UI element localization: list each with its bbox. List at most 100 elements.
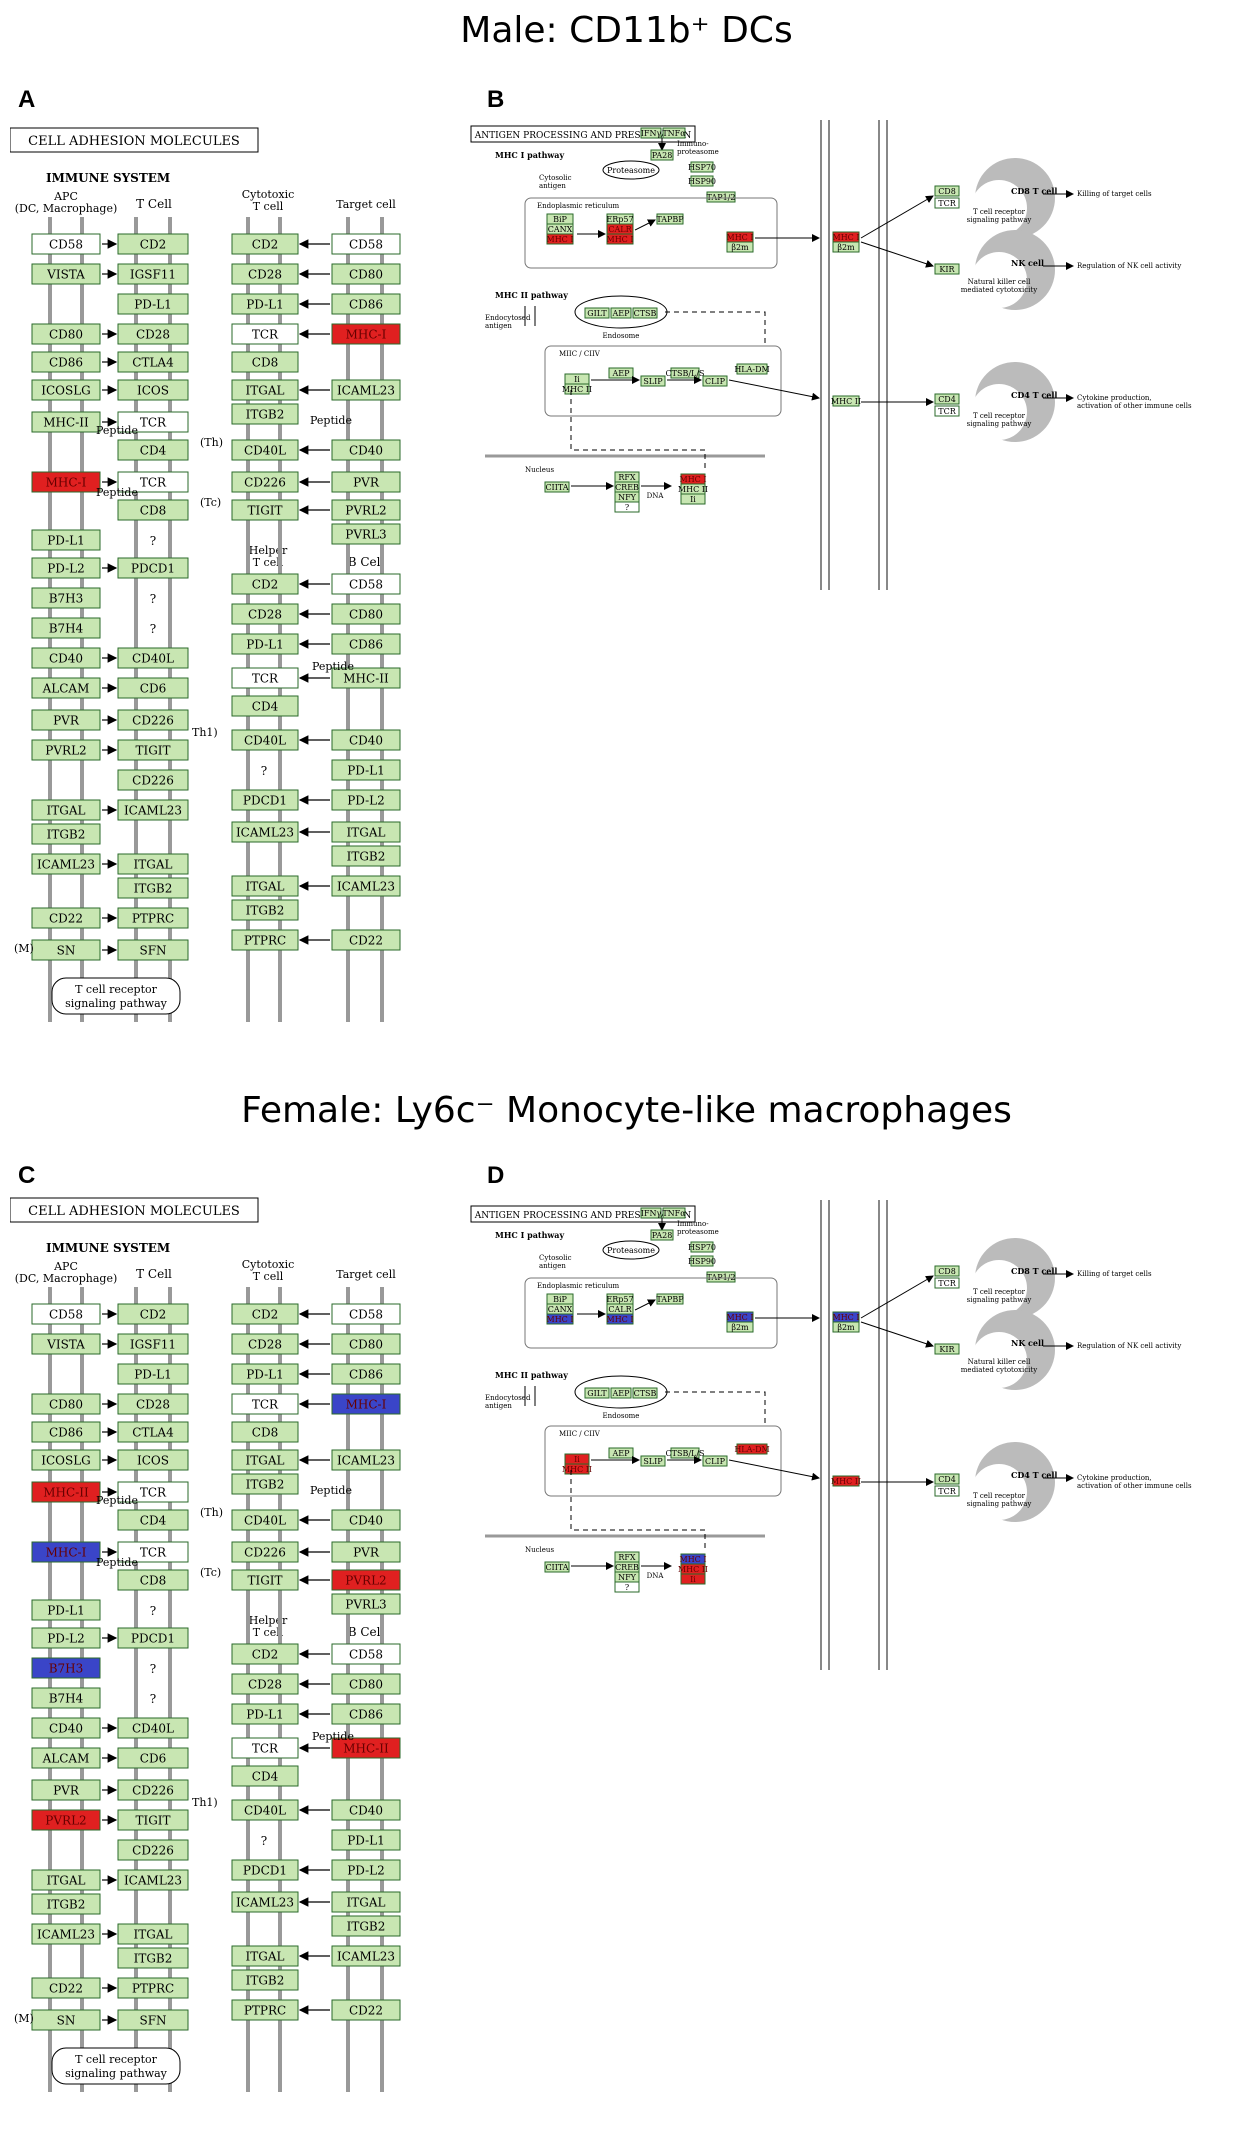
svg-text:CTLA4: CTLA4 (132, 1425, 174, 1439)
immune-system-label: IMMUNE SYSTEM (46, 171, 170, 185)
svg-text:HLA-DM: HLA-DM (734, 1445, 769, 1454)
gene-box-tcell: ICOS (117, 379, 189, 401)
gene-box-tcell: ITGB2 (117, 877, 189, 899)
svg-text:ITGAL: ITGAL (134, 1927, 173, 1941)
gene-box-apc: B7H3 (31, 1657, 101, 1679)
gene-box-ctl: PD-L1 (231, 1363, 299, 1385)
svg-text:CD86: CD86 (349, 1707, 383, 1721)
gene-box-ctl: CD28 (231, 603, 299, 625)
svg-text:CD80: CD80 (349, 607, 383, 621)
svg-text:signaling pathway: signaling pathway (65, 997, 168, 1010)
unknown-mark: ? (150, 1604, 156, 1618)
svg-text:MHC I: MHC I (680, 1555, 707, 1564)
gene-box-apc: SN (31, 939, 101, 961)
svg-text:CD226: CD226 (132, 1843, 174, 1857)
svg-text:CD22: CD22 (49, 911, 83, 925)
svg-text:ERp57: ERp57 (606, 1295, 633, 1304)
map-label: Immuno- (677, 140, 709, 148)
helper-label-2: T cell (253, 1626, 284, 1639)
gene-box-tcell: TCR (117, 1541, 189, 1563)
gene-box-apc: MHC-II (31, 1481, 101, 1503)
svg-text:MHC-I: MHC-I (346, 327, 387, 341)
map-label: proteasome (677, 148, 719, 156)
panel-label-c: C (18, 1162, 36, 1189)
map-label: signaling pathway (967, 420, 1032, 428)
gene-box-map: HSP70 (688, 1241, 716, 1253)
gene-box-target: CD80 (331, 263, 401, 285)
svg-text:PD-L2: PD-L2 (47, 1631, 85, 1645)
gene-box-map: TAPBP (656, 213, 684, 225)
svg-text:SFN: SFN (139, 2013, 166, 2027)
gene-box-target: ITGAL (331, 1891, 401, 1913)
svg-text:CD80: CD80 (349, 1337, 383, 1351)
miic-box (544, 1425, 782, 1497)
unknown-mark: ? (261, 1834, 267, 1848)
peptide-label: Peptide (96, 1556, 138, 1569)
svg-text:TAPBP: TAPBP (656, 1295, 684, 1304)
svg-text:PD-L1: PD-L1 (47, 1603, 85, 1617)
gene-box-apc: ALCAM (31, 677, 101, 699)
svg-text:CD40: CD40 (349, 733, 383, 747)
gene-box-target: CD40 (331, 439, 401, 461)
gene-box-map: BiP (546, 213, 574, 225)
gene-box-map: CREB (614, 1561, 640, 1573)
svg-text:Ii: Ii (690, 1575, 696, 1584)
gene-box-map: CTSB (632, 307, 658, 319)
gene-box-map: PA28 (650, 1229, 674, 1241)
map-label: Endoplasmic reticulum (537, 202, 620, 210)
gene-box-ctl: ICAML23 (231, 1891, 299, 1913)
svg-text:MHC II: MHC II (831, 1477, 861, 1486)
svg-text:CELL ADHESION MOLECULES: CELL ADHESION MOLECULES (28, 134, 240, 149)
svg-text:CD40L: CD40L (244, 1803, 286, 1817)
svg-text:ICAML23: ICAML23 (337, 383, 395, 397)
svg-text:CD226: CD226 (132, 1783, 174, 1797)
svg-text:MHC-II: MHC-II (43, 415, 89, 429)
gene-box-map: AEP (610, 1387, 632, 1399)
svg-text:AEP: AEP (612, 1449, 631, 1458)
gene-box-map: MHC II (678, 483, 708, 495)
gene-box-tcell: CD28 (117, 323, 189, 345)
svg-text:CD226: CD226 (132, 773, 174, 787)
peptide-label: Peptide (96, 424, 138, 437)
gene-box-apc: CD58 (31, 1303, 101, 1325)
svg-text:MHC II: MHC II (678, 485, 708, 494)
svg-text:HLA-DM: HLA-DM (734, 365, 769, 374)
gene-box-apc: ICAML23 (31, 1923, 101, 1945)
svg-text:PD-L1: PD-L1 (134, 297, 172, 311)
svg-text:ITGAL: ITGAL (246, 1949, 285, 1963)
gene-box-target: CD86 (331, 633, 401, 655)
svg-text:CTLA4: CTLA4 (132, 355, 174, 369)
gene-box-tcell: CD226 (117, 1839, 189, 1861)
gene-box-map: HLA-DM (734, 363, 770, 375)
gene-box-target: PD-L2 (331, 789, 401, 811)
gene-box-tcell: ITGB2 (117, 1947, 189, 1969)
peptide-label: Peptide (312, 660, 354, 673)
map-label: CD8 T cell (1011, 186, 1057, 196)
gene-box-target: PVR (331, 471, 401, 493)
svg-text:ALCAM: ALCAM (42, 681, 90, 695)
map-label: activation of other immune cells (1077, 402, 1192, 410)
unknown-mark: ? (150, 1662, 156, 1676)
svg-text:TCR: TCR (252, 671, 279, 685)
svg-text:Ii: Ii (690, 495, 696, 504)
svg-text:MHC I: MHC I (833, 1313, 860, 1322)
svg-text:CD4: CD4 (938, 395, 956, 404)
gene-box-ctl: PD-L1 (231, 633, 299, 655)
svg-text:KIR: KIR (939, 265, 955, 274)
helper-label-2: T cell (253, 556, 284, 569)
svg-text:ITGAL: ITGAL (246, 383, 285, 397)
ctl-label-2: T cell (253, 1270, 284, 1283)
svg-text:ITGB2: ITGB2 (246, 1477, 285, 1491)
svg-text:ITGB2: ITGB2 (246, 407, 285, 421)
gene-box-tcell: CD8 (117, 499, 189, 521)
svg-text:NFY: NFY (618, 1573, 637, 1582)
map-label: signaling pathway (967, 1500, 1032, 1508)
svg-text:ITGB2: ITGB2 (347, 849, 386, 863)
gene-box-map: CANX (546, 223, 574, 235)
svg-text:MHC I: MHC I (727, 1313, 754, 1322)
cell-shape-inner (971, 180, 1027, 236)
map-label: activation of other immune cells (1077, 1482, 1192, 1490)
